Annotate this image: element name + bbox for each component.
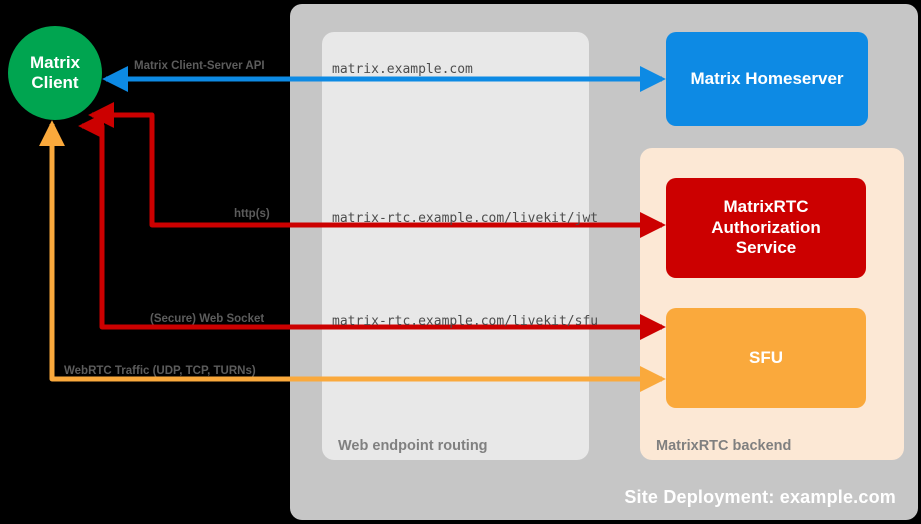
auth-label-line2: Authorization	[711, 217, 821, 237]
edge-label-web-socket: (Secure) Web Socket	[150, 313, 265, 325]
sfu-label: SFU	[749, 347, 783, 367]
matrixrtc-backend-label: MatrixRTC backend	[656, 438, 792, 454]
web-endpoint-routing-label: Web endpoint routing	[338, 438, 488, 454]
matrix-client-node[interactable]: Matrix Client	[8, 26, 102, 120]
matrixrtc-auth-service-node[interactable]: MatrixRTC Authorization Service	[666, 178, 866, 278]
site-deployment-label: Site Deployment: example.com	[624, 487, 896, 507]
endpoint-label-matrix-example-com: matrix.example.com	[332, 62, 473, 77]
endpoint-label-livekit-sfu: matrix-rtc.example.com/livekit/sfu	[332, 314, 599, 329]
edge-label-webrtc-traffic: WebRTC Traffic (UDP, TCP, TURNs)	[64, 365, 256, 377]
matrix-homeserver-label: Matrix Homeserver	[690, 68, 844, 88]
endpoint-label-livekit-jwt: matrix-rtc.example.com/livekit/jwt	[332, 211, 599, 226]
edge-label-https: http(s)	[234, 208, 270, 220]
edge-label-matrix-client-server-api: Matrix Client-Server API	[134, 60, 265, 72]
sfu-node[interactable]: SFU	[666, 308, 866, 408]
matrix-homeserver-node[interactable]: Matrix Homeserver	[666, 32, 868, 126]
auth-label-line3: Service	[735, 238, 797, 258]
web-endpoint-routing-container	[322, 32, 589, 460]
matrixrtc-auth-service-label: MatrixRTC Authorization Service	[711, 197, 821, 259]
matrix-client-label-line1: Matrix	[29, 52, 81, 72]
matrix-client-label-line2: Client	[31, 73, 79, 92]
auth-label-line1: MatrixRTC	[723, 196, 809, 216]
